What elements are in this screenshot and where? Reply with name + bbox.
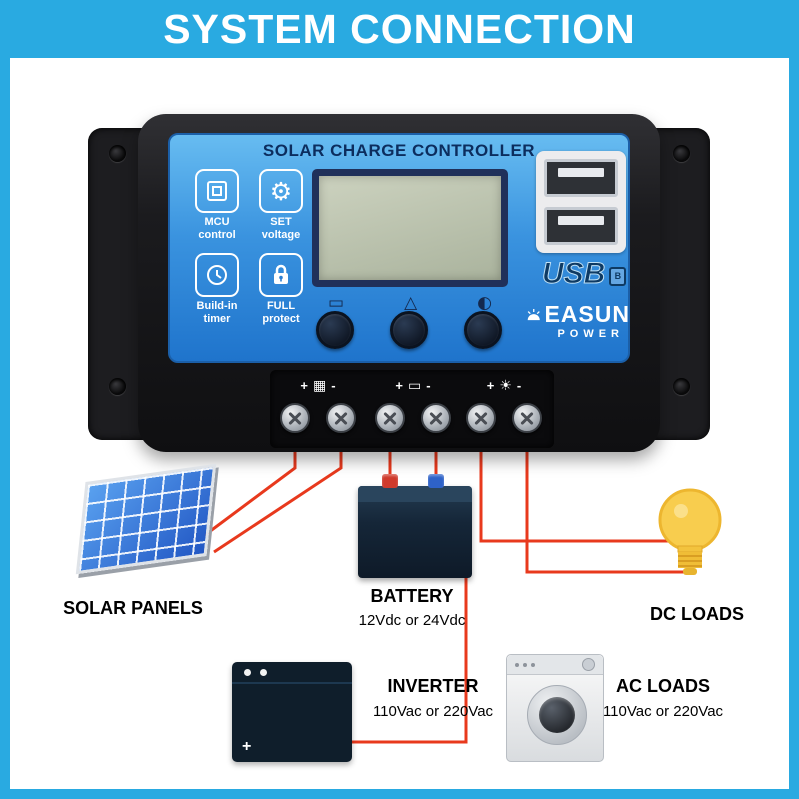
battery-negative-terminal xyxy=(428,474,444,488)
screw-hole xyxy=(109,145,126,162)
panel-icon: △ xyxy=(404,293,418,313)
feature-full-protect: FULL protect xyxy=(250,253,312,337)
terminal-screw xyxy=(280,403,310,433)
battery-icon: ▭ xyxy=(408,377,422,394)
wire-solar-2 xyxy=(213,446,343,554)
ac-loads-label: AC LOADS xyxy=(616,676,710,696)
feature-label-line: control xyxy=(198,229,236,242)
inverter-spec: 110Vac or 220Vac xyxy=(372,703,494,720)
usb-badge-icon: B xyxy=(609,267,627,286)
wire-dcload-2 xyxy=(525,446,684,574)
feature-label-line: Build-in xyxy=(196,300,238,312)
washing-machine-image xyxy=(506,654,604,762)
usb-port-bottom xyxy=(544,207,618,245)
brand-sub: POWER xyxy=(557,328,624,340)
load-icon: ◐ xyxy=(477,293,492,313)
inverter-label: INVERTER xyxy=(387,676,479,696)
light-bulb-icon xyxy=(658,488,722,575)
wire-dcload-1 xyxy=(479,446,668,543)
frame-edge-left xyxy=(0,0,10,799)
controller-body: SOLAR CHARGE CONTROLLER MCU control xyxy=(138,114,660,452)
screw-hole xyxy=(673,145,690,162)
inverter-terminal xyxy=(260,669,267,676)
screw-hole xyxy=(109,378,126,395)
usb-ports xyxy=(536,151,626,253)
indicator-legend: ▭ △ ◐ xyxy=(312,293,508,313)
frame-edge-right xyxy=(789,0,799,799)
controller-face: SOLAR CHARGE CONTROLLER MCU control xyxy=(168,133,630,363)
dc-loads-label: DC LOADS xyxy=(650,604,744,624)
feature-grid: MCU control ⚙ SET voltage xyxy=(186,169,312,337)
wire-battery-to-inverter xyxy=(348,576,468,744)
clock-icon xyxy=(195,253,239,297)
battery-image xyxy=(358,470,472,578)
terminal-label-load: + ☀ - xyxy=(486,377,522,394)
battery-positive-terminal xyxy=(382,474,398,488)
terminal-screw xyxy=(375,403,405,433)
feature-label-line: protect xyxy=(262,313,300,326)
banner: SYSTEM CONNECTION xyxy=(0,0,799,58)
feature-label-line: MCU xyxy=(204,216,230,228)
usb-port-top xyxy=(544,159,618,197)
brand-name: EASUN xyxy=(544,301,630,327)
button-row xyxy=(316,311,502,349)
frame-edge-bottom xyxy=(0,789,799,799)
ac-loads-spec: 110Vac or 220Vac xyxy=(602,703,724,720)
lamp-icon: ☀ xyxy=(499,377,512,394)
brand-logo: EASUN POWER xyxy=(526,301,630,340)
screw-hole xyxy=(673,378,690,395)
sun-icon xyxy=(527,308,540,320)
usb-logo: USB B xyxy=(541,258,627,289)
feature-label-line: SET xyxy=(270,216,292,228)
washer-knob xyxy=(582,658,595,671)
gear-icon: ⚙ xyxy=(259,169,303,213)
inverter-terminal xyxy=(244,669,251,676)
lcd-display xyxy=(312,169,508,287)
menu-button xyxy=(316,311,354,349)
solar-panels-label: SOLAR PANELS xyxy=(63,598,203,618)
mcu-chip-icon xyxy=(195,169,239,213)
terminal-strip: + ▦ - + ▭ - + ☀ - xyxy=(270,370,554,448)
lock-icon xyxy=(259,253,303,297)
up-button xyxy=(390,311,428,349)
terminal-screw xyxy=(421,403,451,433)
feature-label-line: voltage xyxy=(261,229,301,242)
terminal-screw xyxy=(466,403,496,433)
inverter-image: + xyxy=(232,662,352,762)
feature-mcu-control: MCU control xyxy=(186,169,248,253)
panel-icon: ▦ xyxy=(313,377,327,394)
wire-solar-1 xyxy=(204,446,297,537)
page-title: SYSTEM CONNECTION xyxy=(163,5,636,52)
feature-label-line: FULL xyxy=(266,300,296,312)
feature-label-line: timer xyxy=(203,313,231,326)
battery-spec: 12Vdc or 24Vdc xyxy=(358,612,466,629)
feature-set-voltage: ⚙ SET voltage xyxy=(250,169,312,253)
inverter-plus-mark: + xyxy=(242,738,252,755)
battery-label: BATTERY xyxy=(370,586,454,606)
terminal-label-battery: + ▭ - xyxy=(395,377,431,394)
down-button xyxy=(464,311,502,349)
terminal-screw xyxy=(326,403,356,433)
battery-icon: ▭ xyxy=(328,293,345,313)
washer-door xyxy=(527,685,587,745)
terminal-label-solar: + ▦ - xyxy=(300,377,336,394)
controller-title: SOLAR CHARGE CONTROLLER xyxy=(262,141,536,160)
feature-build-in-timer: Build-in timer xyxy=(186,253,248,337)
terminal-screw xyxy=(512,403,542,433)
